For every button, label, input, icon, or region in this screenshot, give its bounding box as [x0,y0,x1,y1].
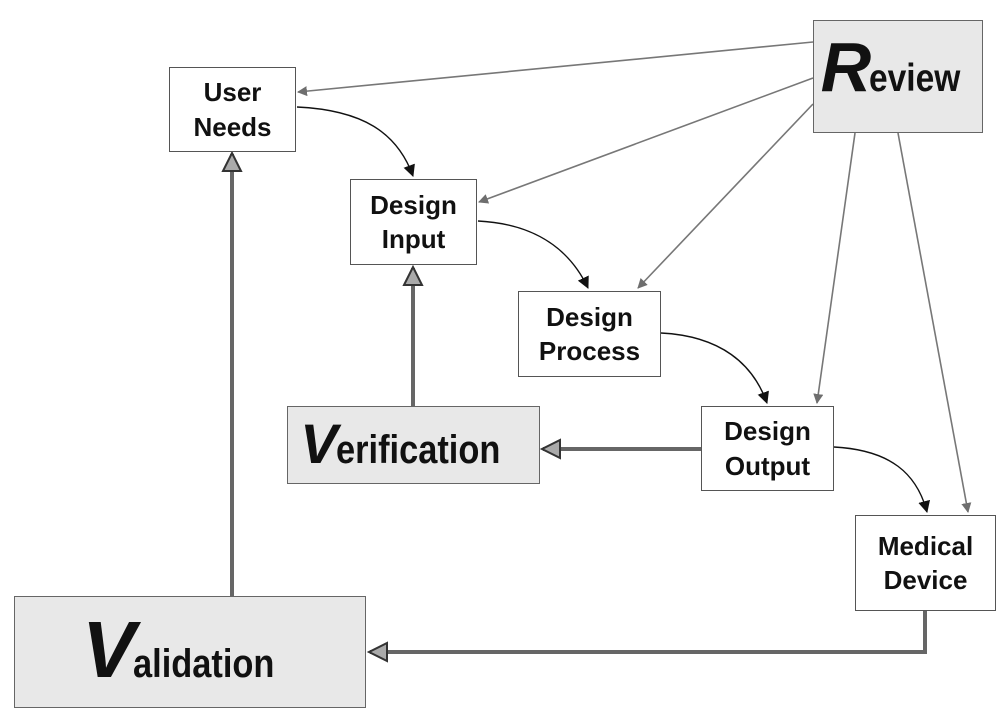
design-process-label-line2: Process [538,336,641,366]
design-output-label-line2: Output [724,450,811,481]
design-input-label-line1: Design [370,189,457,220]
review-to-design-input-arrow [478,77,814,204]
medical-device-label-line2: Device [883,565,968,595]
review-to-medical-device-arrow [897,132,972,513]
validation-initial: V [82,605,135,694]
user-needs-box: User Needs [169,67,296,152]
medical-device-box: Medical Device [855,515,996,611]
validation-label-rest: alidation [133,642,275,686]
design-input-to-design-process-arrow [477,220,589,289]
review-to-design-process-arrow [637,103,814,289]
design-output-label-line1: Design [724,416,811,447]
review-initial: R [820,28,872,106]
medical-device-label-line1: Medical [877,530,974,561]
design-input-label-line2: Input [381,224,446,254]
review-label-rest: eview [869,57,961,100]
user-needs-label-line2: Needs [193,111,272,142]
user-needs-to-design-input-arrow [296,106,415,177]
design-process-box: Design Process [518,291,661,377]
design-output-to-medical-device-arrow [833,446,930,513]
medical-device-to-validation-arrow [370,611,927,652]
design-process-to-design-output-arrow [660,332,769,404]
design-process-label-line1: Design [546,301,633,332]
design-input-box: Design Input [350,179,477,265]
review-to-design-output-arrow [813,132,856,404]
review-to-user-needs-arrow [297,41,814,97]
verification-label-rest: erification [335,428,500,472]
user-needs-label-line1: User [203,77,262,108]
verification-initial: V [300,412,337,475]
design-output-box: Design Output [701,406,834,491]
